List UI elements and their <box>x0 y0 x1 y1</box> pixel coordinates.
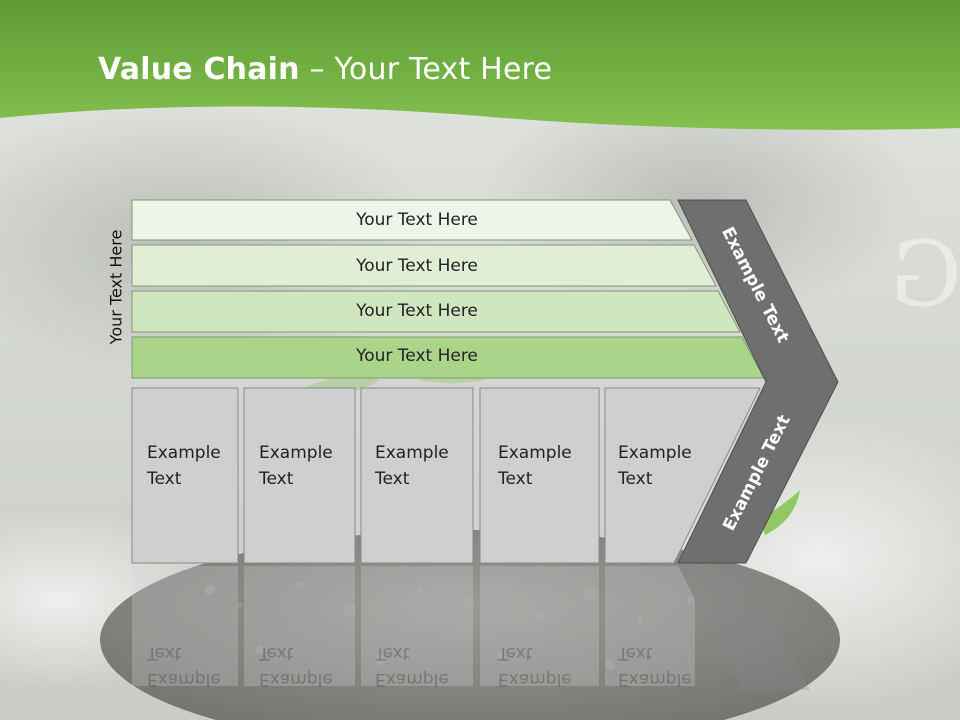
box-2 <box>243 387 356 564</box>
reflection-2-line1: Example <box>259 669 333 689</box>
reflection-4-line1: Example <box>498 669 572 689</box>
slide-title: Value Chain – Your Text Here <box>98 52 552 87</box>
band-label-4: Your Text Here <box>356 346 478 366</box>
box-label-5-line1: Example <box>618 443 692 463</box>
chevron-arrow <box>677 199 839 564</box>
box-label-1-line2: Text <box>147 469 182 489</box>
reflection-text-4: Example Text <box>498 640 572 692</box>
reflection-4-line2: Text <box>498 643 533 663</box>
band-label-1: Your Text Here <box>356 210 478 230</box>
box-label-2-line2: Text <box>259 469 294 489</box>
reflection-1-line1: Example <box>147 669 221 689</box>
reflection-3-line1: Example <box>375 669 449 689</box>
box-5 <box>604 387 761 564</box>
reflection-text-3: Example Text <box>375 640 449 692</box>
reflection-text-5: Example Text <box>618 640 692 692</box>
reflection <box>132 566 810 690</box>
box-label-4-line1: Example <box>498 443 572 463</box>
band-3 <box>131 290 741 333</box>
reflection-5-line2: Text <box>618 643 653 663</box>
box-3 <box>360 387 474 564</box>
box-label-1-line1: Example <box>147 443 221 463</box>
reflection-3-line2: Text <box>375 643 410 663</box>
box-label-3-line2: Text <box>375 469 410 489</box>
box-4 <box>479 387 600 564</box>
box-label-2-line1: Example <box>259 443 333 463</box>
title-bold: Value Chain <box>98 52 300 87</box>
reflection-1-line2: Text <box>147 643 182 663</box>
band-1 <box>131 199 693 241</box>
reflection-2-line2: Text <box>259 643 294 663</box>
svg-text:G: G <box>890 222 960 327</box>
reflection-text-2: Example Text <box>259 640 333 692</box>
box-label-4-line2: Text <box>498 469 533 489</box>
band-label-2: Your Text Here <box>356 256 478 276</box>
reflection-text-1: Example Text <box>147 640 221 692</box>
band-2 <box>131 244 717 287</box>
box-label-5-line2: Text <box>618 469 653 489</box>
side-label: Your Text Here <box>106 229 126 345</box>
band-label-3: Your Text Here <box>356 301 478 321</box>
box-1 <box>131 387 239 564</box>
box-label-3-line1: Example <box>375 443 449 463</box>
reflection-5-line1: Example <box>618 669 692 689</box>
title-rest: – Your Text Here <box>299 52 553 87</box>
header-band <box>0 0 960 130</box>
